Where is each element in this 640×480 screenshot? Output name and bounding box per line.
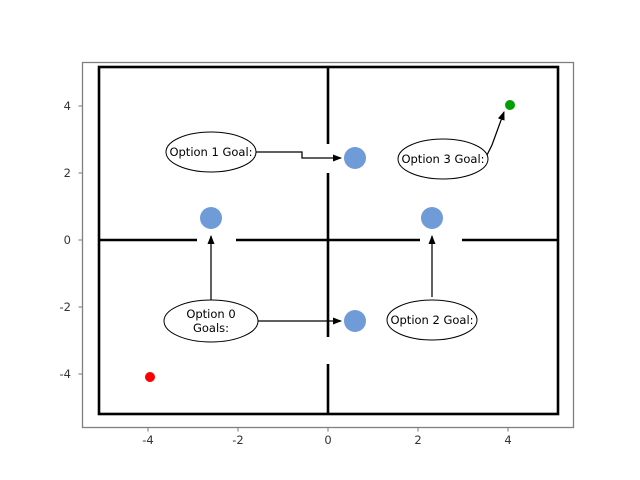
annotation-ellipse bbox=[165, 131, 257, 173]
annotation-option-0: Option 0 Goals: bbox=[163, 299, 259, 343]
subgoal-marker bbox=[421, 207, 443, 229]
start-marker bbox=[145, 372, 155, 382]
annotation-label-line: Option 3 Goal: bbox=[401, 152, 484, 166]
y-tick-label: -4 bbox=[60, 367, 71, 381]
subgoal-marker bbox=[344, 310, 366, 332]
annotation-label-line: Goals: bbox=[193, 321, 229, 335]
subgoal-marker bbox=[344, 147, 366, 169]
scatter-markers bbox=[145, 100, 515, 382]
annotation-ellipse bbox=[397, 138, 489, 180]
y-tick-label: 2 bbox=[64, 166, 71, 180]
option-arrows bbox=[207, 111, 505, 325]
annotation-option-1: Option 1 Goal: bbox=[165, 131, 257, 173]
annotation-option-3: Option 3 Goal: bbox=[397, 138, 489, 180]
y-tick-label: 0 bbox=[64, 233, 71, 247]
y-axis-tick-labels: 4 2 0 -2 -4 bbox=[60, 99, 71, 381]
x-axis-ticks bbox=[147, 427, 509, 432]
annotation-label-line: Option 0 bbox=[186, 307, 235, 321]
annotation-label-line: Option 2 Goal: bbox=[390, 313, 473, 327]
maze-walls bbox=[97, 65, 560, 416]
y-tick-label: -2 bbox=[60, 300, 71, 314]
x-tick-label: 2 bbox=[414, 433, 421, 447]
x-tick-label: 4 bbox=[504, 433, 511, 447]
x-tick-label: -4 bbox=[142, 433, 153, 447]
x-axis-tick-labels: -4 -2 0 2 4 bbox=[142, 433, 511, 447]
annotation-ellipse bbox=[386, 299, 478, 341]
arrow-option-1 bbox=[253, 151, 342, 162]
annotation-label-line: Option 1 Goal: bbox=[169, 145, 252, 159]
annotation-ellipse bbox=[163, 299, 259, 343]
annotation-option-2: Option 2 Goal: bbox=[386, 299, 478, 341]
x-tick-label: 0 bbox=[324, 433, 331, 447]
subgoal-marker bbox=[200, 207, 222, 229]
y-axis-ticks bbox=[78, 105, 83, 375]
x-tick-label: -2 bbox=[232, 433, 243, 447]
y-tick-label: 4 bbox=[64, 99, 71, 113]
goal-marker bbox=[505, 100, 515, 110]
